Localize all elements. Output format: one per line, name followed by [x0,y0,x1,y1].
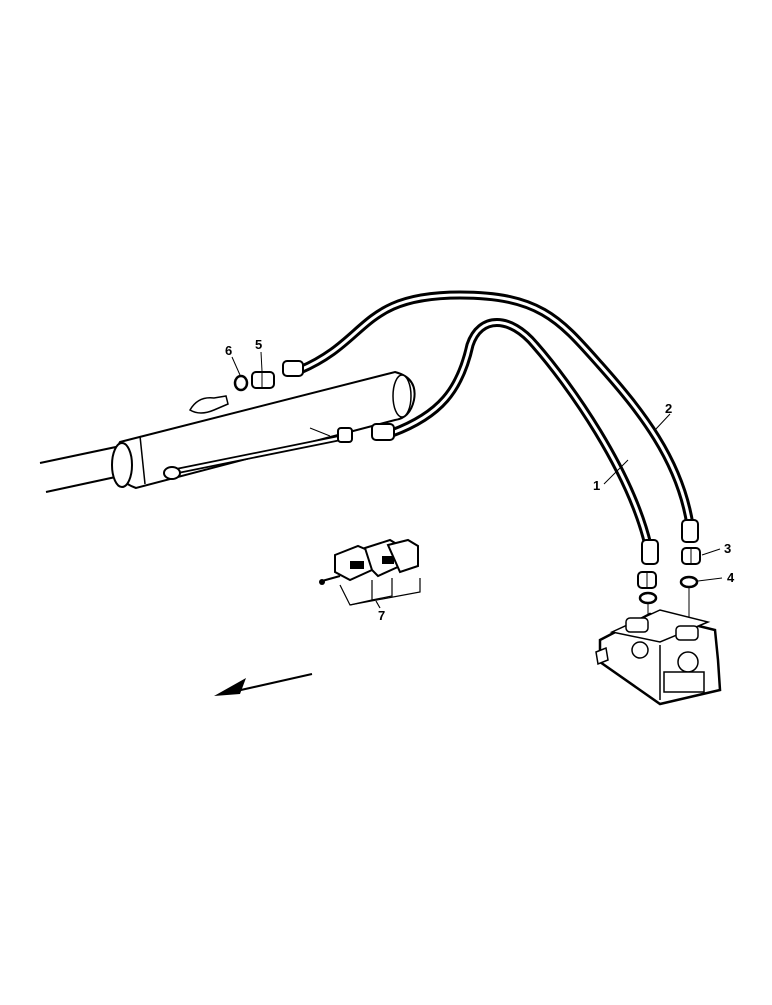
callout-7: 7 [378,608,385,623]
callout-2: 2 [665,401,672,416]
callout-3: 3 [724,541,731,556]
hose-1 [371,318,659,565]
control-valve [595,609,722,706]
callout-5: 5 [255,337,262,352]
callout-4: 4 [727,570,735,585]
clamp-assembly-7 [319,538,421,609]
callout-1: 1 [593,478,600,493]
callout-6: 6 [225,343,232,358]
washer-6 [233,374,249,392]
leader-lines [231,351,723,582]
fitting-3 [637,547,701,589]
hydraulic-cylinder [111,370,416,490]
direction-arrow [214,673,313,696]
hose-2 [282,290,699,543]
adapter-5 [251,371,275,389]
